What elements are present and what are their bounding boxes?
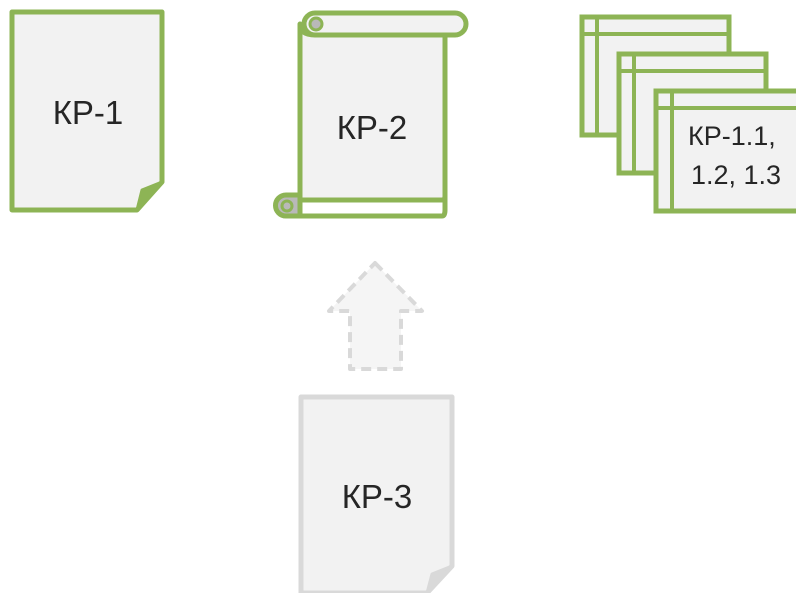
kp3-document: КР-3: [298, 394, 455, 593]
scroll-top-roll: [301, 10, 469, 38]
kp3-label: КР-3: [342, 478, 413, 515]
kp1-document: КР-1: [9, 9, 165, 213]
kp2-document: КР-2: [273, 10, 469, 219]
kp11-label-line1: КР-1.1,: [688, 121, 776, 151]
scroll-bottom-curl-icon: [280, 199, 294, 213]
kp1-label: КР-1: [53, 94, 124, 131]
kp11-label-line2: 1.2, 1.3: [691, 160, 781, 190]
kp2-label: КР-2: [337, 109, 408, 146]
scroll-bottom-edge: [286, 196, 448, 219]
stacked-documents-icon: [653, 88, 796, 214]
scroll-top-curl-icon: [308, 16, 324, 32]
page-fold-icon: [135, 180, 164, 212]
page-fold-icon: [425, 564, 454, 593]
kp11-document-stack: КР-1.1, 1.2, 1.3: [579, 14, 796, 214]
dashed-up-arrow-icon: [327, 261, 424, 371]
